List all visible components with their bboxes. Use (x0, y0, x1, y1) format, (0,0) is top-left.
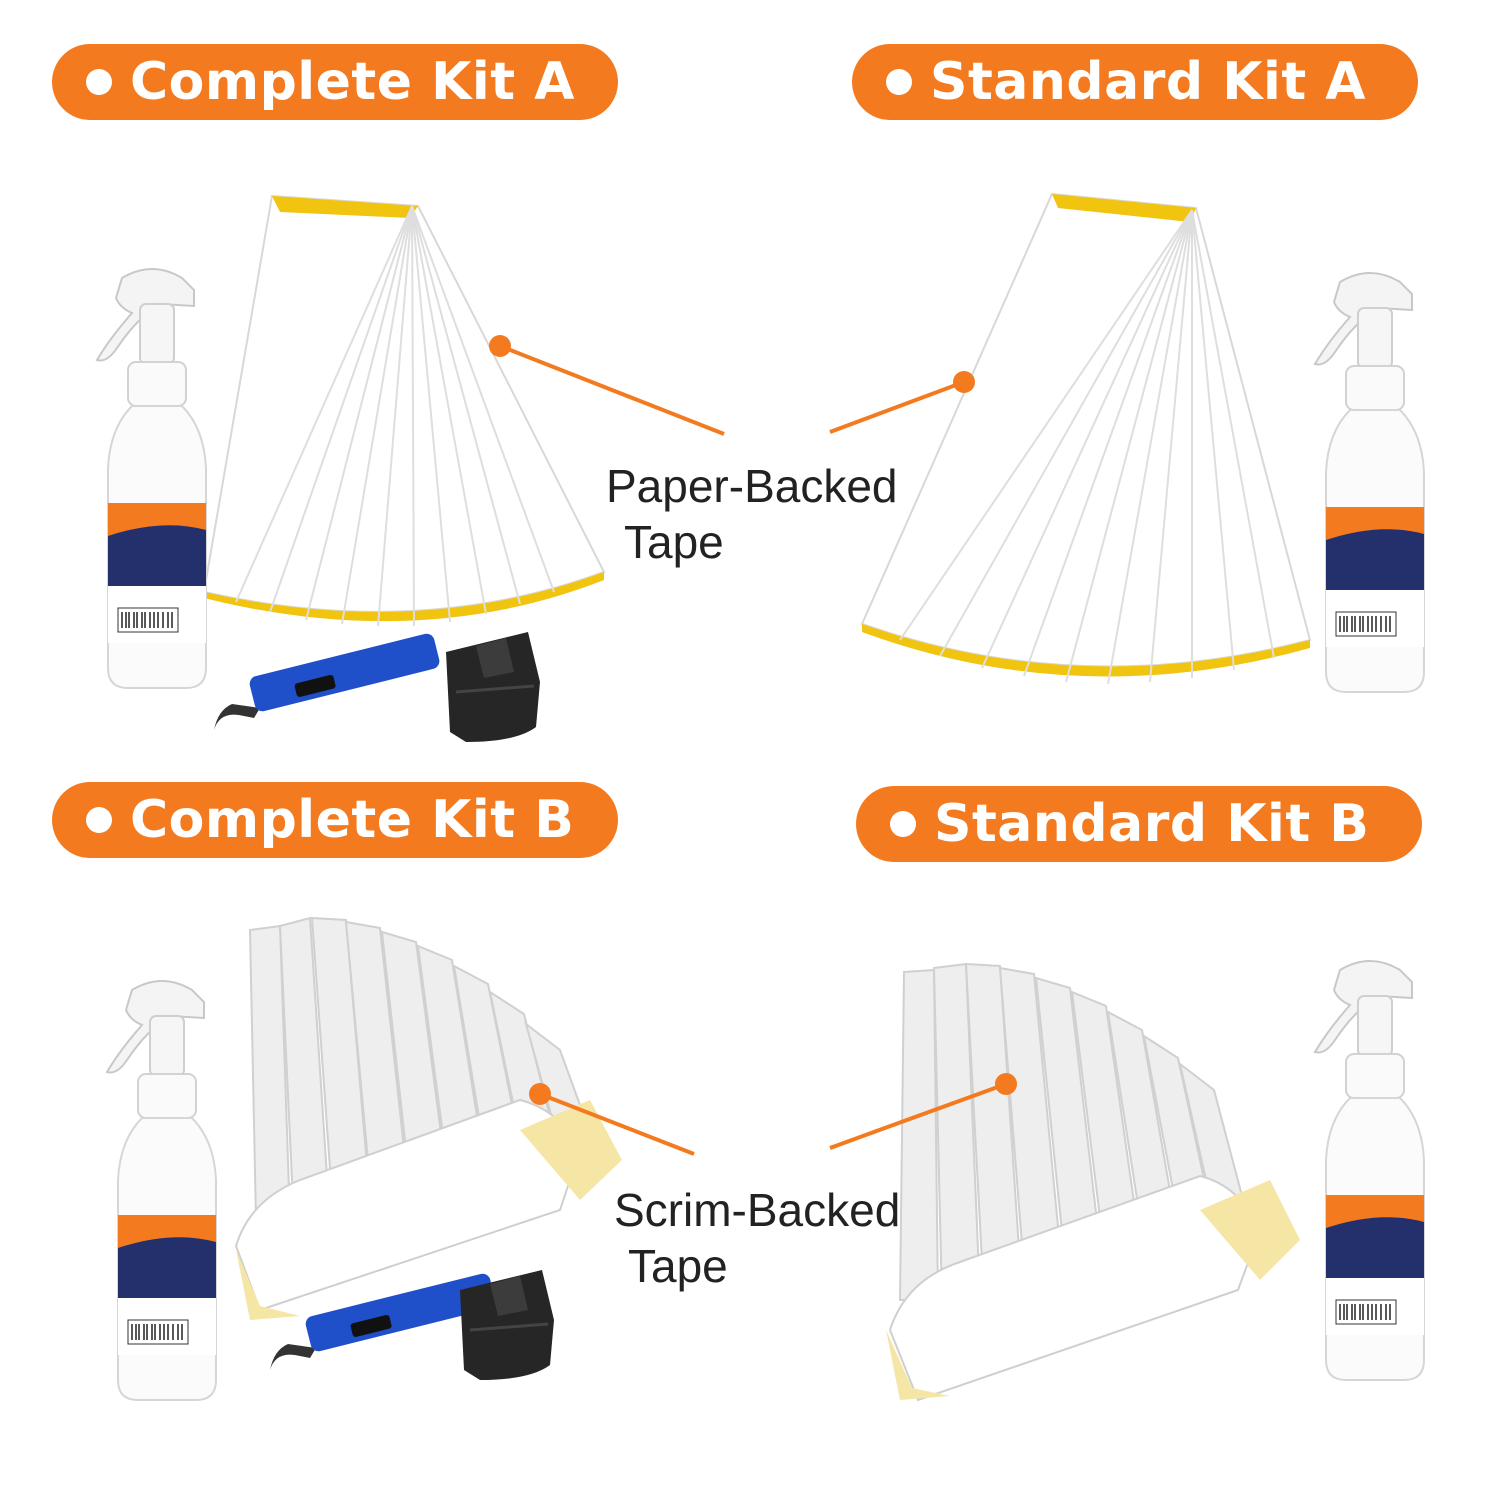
callout-line: Tape (628, 1240, 728, 1292)
hook-blade-cutter-icon (214, 632, 442, 730)
spray-bottle-icon (1314, 272, 1425, 693)
callout-line: Paper-Backed (606, 460, 898, 512)
bullet-dot (86, 69, 112, 95)
callout-line: Tape (624, 516, 724, 568)
badge-label: Complete Kit A (130, 52, 575, 112)
badge-complete-kit-a: Complete Kit A (52, 44, 618, 120)
rubber-vise-clamp-icon (444, 630, 542, 744)
badge-label: Standard Kit B (934, 794, 1370, 854)
spray-bottle-icon (96, 268, 207, 689)
callout-line: Scrim-Backed (614, 1184, 901, 1236)
badge-standard-kit-a: Standard Kit A (852, 44, 1418, 120)
leader-lines (489, 335, 1017, 1156)
spray-bottle-icon (1314, 960, 1425, 1381)
paper-tape-fan-icon (202, 194, 606, 627)
callout-scrim-backed-tape: Scrim-Backed Tape (614, 1182, 900, 1294)
bullet-dot (86, 807, 112, 833)
bullet-dot (886, 69, 912, 95)
scrim-tape-fan-icon (234, 916, 622, 1320)
paper-tape-fan-icon (860, 192, 1312, 685)
badge-standard-kit-b: Standard Kit B (856, 786, 1422, 862)
badge-complete-kit-b: Complete Kit B (52, 782, 618, 858)
scrim-tape-fan-icon (886, 962, 1300, 1402)
bullet-dot (890, 811, 916, 837)
badge-label: Standard Kit A (930, 52, 1367, 112)
spray-bottle-icon (106, 980, 217, 1401)
badge-label: Complete Kit B (130, 790, 575, 850)
callout-paper-backed-tape: Paper-Backed Tape (606, 458, 898, 570)
